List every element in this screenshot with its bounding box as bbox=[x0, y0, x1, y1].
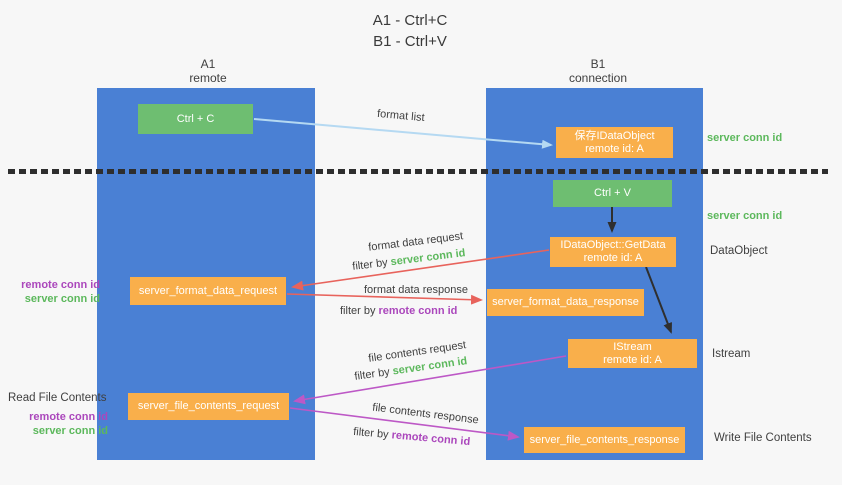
lane-a1-role: remote bbox=[189, 71, 227, 85]
node-istream-line1: IStream bbox=[613, 340, 652, 353]
label-server-conn-id-mid: server conn id bbox=[707, 210, 783, 222]
node-getdata-line1: IDataObject::GetData bbox=[560, 239, 666, 251]
label-write-file-contents: Write File Contents bbox=[714, 432, 812, 444]
label-filter-by-remote-conn-id-2: filter by remote conn id bbox=[353, 426, 471, 448]
lane-header-a1: A1 remote bbox=[138, 57, 278, 85]
filter-by-text: filter by bbox=[352, 425, 390, 441]
filter-by-text: filter by bbox=[353, 366, 391, 383]
node-server-file-contents-response: server_file_contents_response bbox=[524, 427, 685, 453]
node-server-file-contents-request: server_file_contents_request bbox=[128, 393, 289, 420]
filter-by-text: filter by bbox=[340, 305, 376, 317]
node-server-format-data-request: server_format_data_request bbox=[130, 277, 286, 305]
lane-a1-name: A1 bbox=[200, 57, 216, 71]
node-ctrl-c-label: Ctrl + C bbox=[176, 112, 215, 125]
label-istream: Istream bbox=[712, 348, 751, 360]
remote-conn-id-text: remote conn id bbox=[378, 305, 458, 317]
title-line-1: A1 - Ctrl+C bbox=[372, 12, 448, 29]
label-read-file-contents: Read File Contents bbox=[8, 392, 107, 404]
node-istream: IStream remote id: A bbox=[568, 339, 697, 368]
label-server-conn-id-left-2: server conn id bbox=[32, 425, 108, 437]
label-format-list: format list bbox=[376, 107, 426, 125]
title-line-2: B1 - Ctrl+V bbox=[373, 33, 447, 50]
node-server-format-data-response: server_format_data_response bbox=[487, 289, 644, 316]
node-format-response-label: server_format_data_response bbox=[492, 296, 639, 308]
label-remote-conn-id-left-2: remote conn id bbox=[29, 411, 108, 423]
diagram-title: A1 - Ctrl+C B1 - Ctrl+V bbox=[310, 10, 510, 52]
node-getdata-line2: remote id: A bbox=[583, 252, 643, 264]
copy-paste-divider-line bbox=[8, 169, 828, 174]
node-save-idataobject-line2: remote id: A bbox=[585, 142, 644, 155]
label-remote-conn-id-left-1: remote conn id bbox=[21, 279, 100, 291]
lane-b1-name: B1 bbox=[590, 57, 606, 71]
node-ctrl-c: Ctrl + C bbox=[138, 104, 253, 134]
node-idataobject-getdata: IDataObject::GetData remote id: A bbox=[550, 237, 676, 267]
lane-header-b1: B1 connection bbox=[528, 57, 668, 85]
label-file-contents-response: file contents response bbox=[371, 401, 480, 427]
server-conn-id-text: server conn id bbox=[389, 247, 467, 269]
filter-by-text: filter by bbox=[351, 256, 389, 273]
label-dataobject: DataObject bbox=[710, 245, 768, 257]
node-format-request-label: server_format_data_request bbox=[138, 284, 278, 297]
node-ctrl-v: Ctrl + V bbox=[553, 180, 672, 207]
remote-conn-id-text: remote conn id bbox=[391, 429, 471, 449]
node-ctrl-v-label: Ctrl + V bbox=[594, 187, 631, 199]
label-filter-by-remote-conn-id-1: filter by remote conn id bbox=[340, 305, 457, 317]
label-server-conn-id-left-1: server conn id bbox=[24, 293, 100, 305]
node-save-idataobject: 保存IDataObject remote id: A bbox=[556, 127, 673, 158]
node-istream-line2: remote id: A bbox=[603, 353, 662, 366]
label-server-conn-id-top: server conn id bbox=[707, 132, 783, 144]
node-file-request-label: server_file_contents_request bbox=[137, 400, 280, 412]
lane-b1-role: connection bbox=[568, 71, 628, 85]
label-format-data-response: format data response bbox=[364, 284, 468, 296]
node-file-response-label: server_file_contents_response bbox=[529, 433, 680, 446]
node-save-idataobject-line1: 保存IDataObject bbox=[574, 129, 655, 142]
